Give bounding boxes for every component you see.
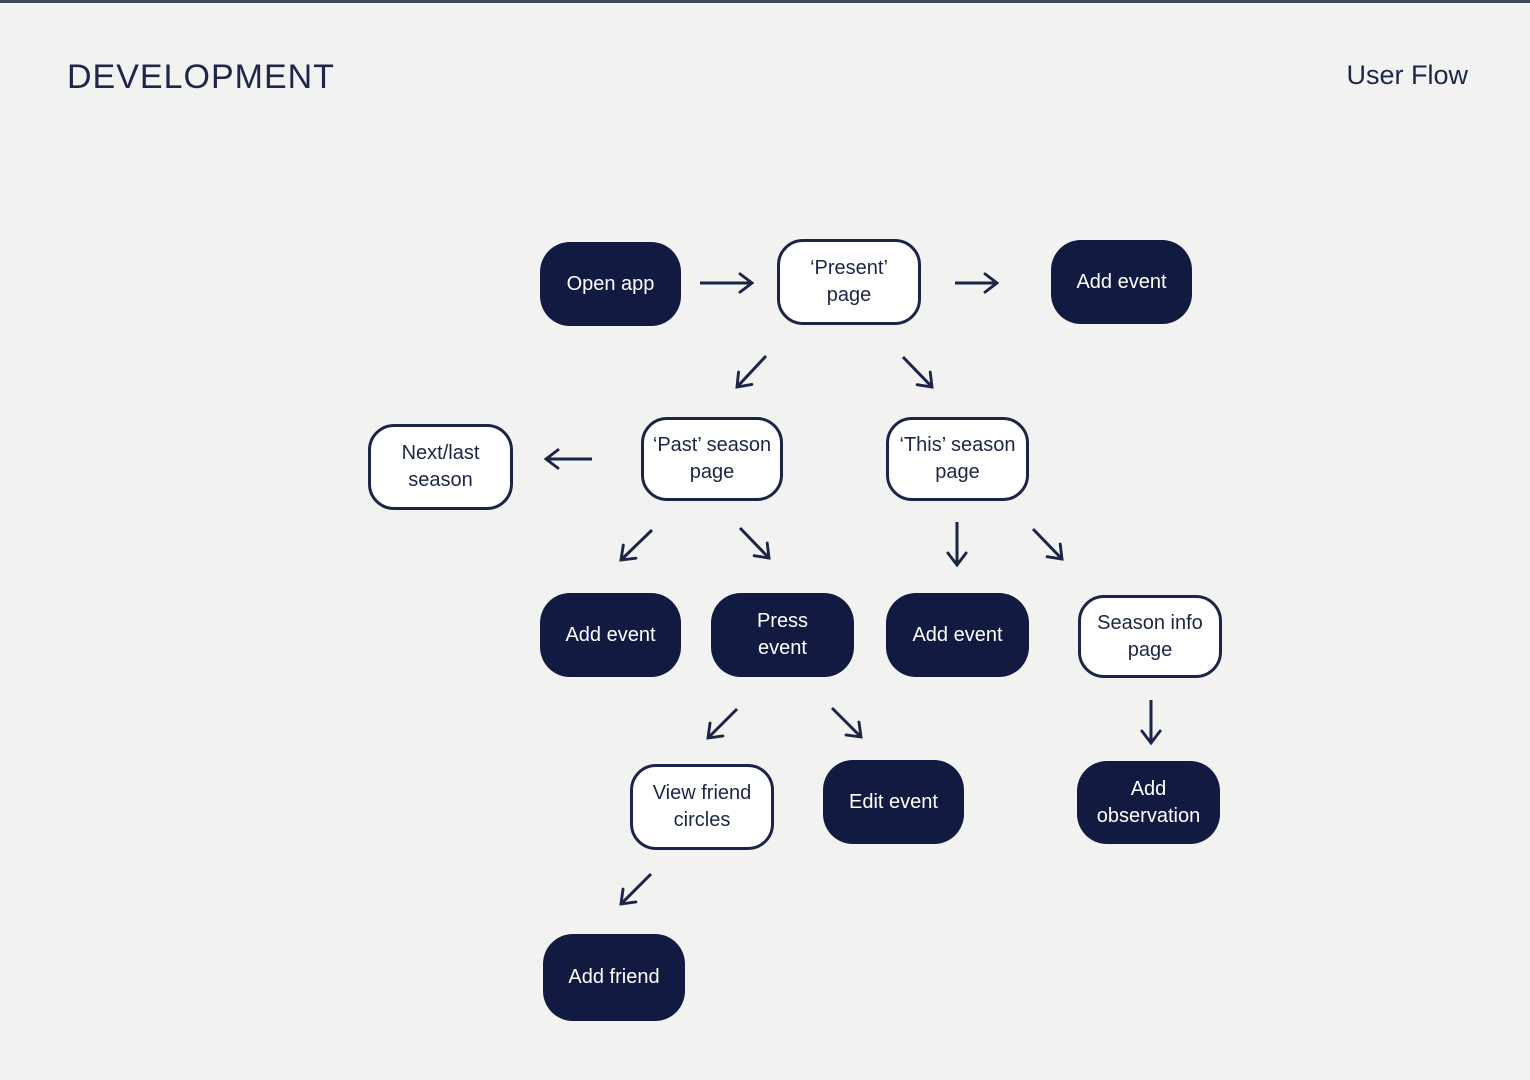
node-label: Next/last season <box>401 442 480 491</box>
node-season-info-page: Season info page <box>1078 595 1222 678</box>
arrow-view-friend-circles-to-add-friend <box>619 872 653 906</box>
node-label: Press event <box>756 610 809 659</box>
node-add-event-top: Add event <box>1051 240 1192 324</box>
node-label: Add event <box>912 623 1003 646</box>
arrow-press-event-to-edit-event <box>830 706 863 739</box>
arrow-past-season-page-to-add-event-left <box>619 528 654 562</box>
node-label: Season info page <box>1097 611 1203 661</box>
node-label: Add event <box>1076 270 1167 293</box>
node-open-app: Open app <box>540 242 681 326</box>
arrow-present-page-to-past-season-page <box>735 354 768 389</box>
node-label: ‘Present’ page <box>810 257 888 306</box>
node-add-observation: Add observation <box>1077 761 1220 844</box>
node-this-season-page: ‘This’ season page <box>886 417 1029 501</box>
node-label: Add event <box>565 623 656 646</box>
page-title: DEVELOPMENT <box>67 58 335 96</box>
node-add-event-mid: Add event <box>886 593 1029 677</box>
node-present-page: ‘Present’ page <box>777 239 921 325</box>
node-past-season-page: ‘Past’ season page <box>641 417 783 501</box>
top-border-bar <box>0 0 1530 3</box>
arrow-this-season-page-to-season-info-page <box>1031 527 1064 561</box>
node-label: Edit event <box>849 790 938 813</box>
corner-label: User Flow <box>1346 60 1468 90</box>
node-label: ‘Past’ season page <box>652 434 772 483</box>
arrow-present-page-to-this-season-page <box>901 355 934 389</box>
node-press-event: Press event <box>711 593 854 677</box>
node-add-event-left: Add event <box>540 593 681 677</box>
node-next-last-season: Next/last season <box>368 424 513 510</box>
node-view-friend-circles: View friend circles <box>630 764 774 850</box>
node-add-friend: Add friend <box>543 934 685 1021</box>
arrow-press-event-to-view-friend-circles <box>706 707 739 740</box>
node-label: View friend circles <box>652 782 752 831</box>
node-label: Open app <box>566 272 655 295</box>
node-edit-event: Edit event <box>823 760 964 844</box>
arrow-past-season-page-to-press-event <box>738 526 771 560</box>
node-label: ‘This’ season page <box>899 434 1016 483</box>
node-label: Add friend <box>568 966 660 988</box>
node-label: Add observation <box>1096 777 1201 827</box>
